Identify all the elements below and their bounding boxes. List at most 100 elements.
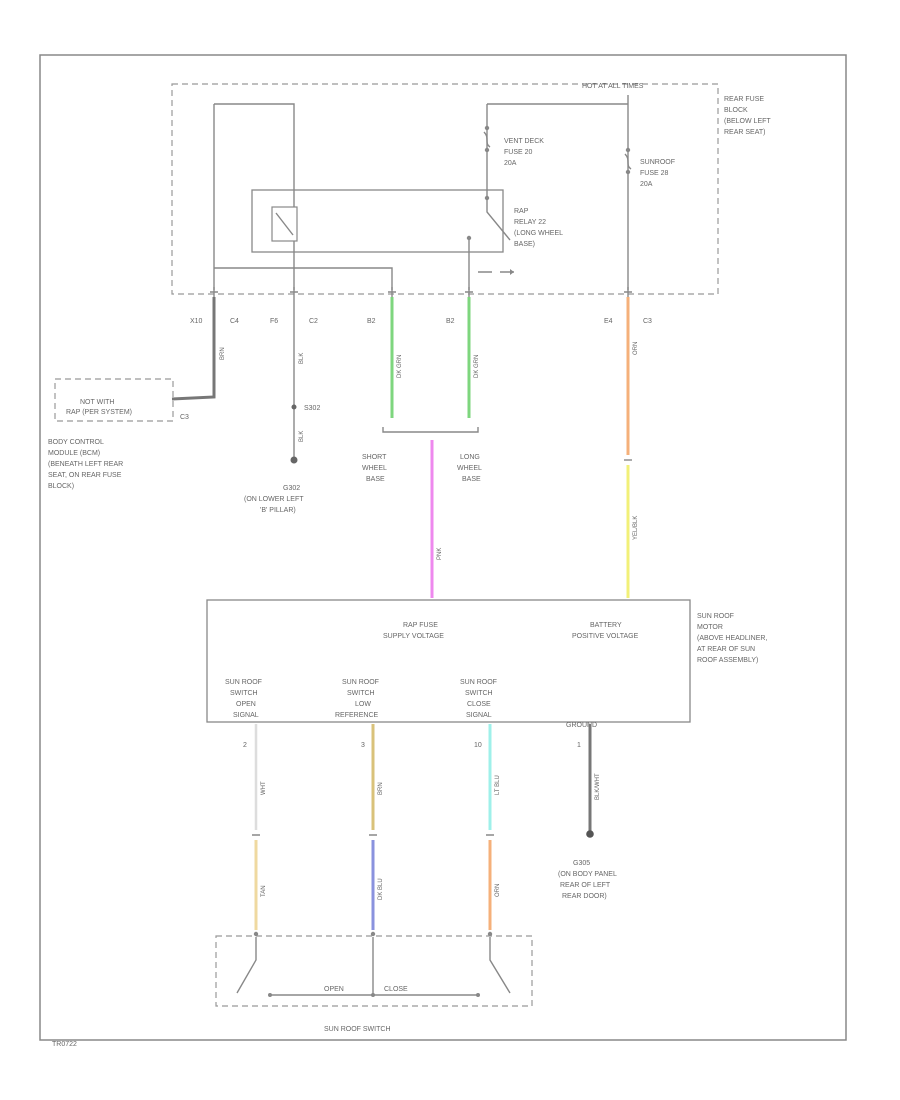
svg-text:BODY CONTROL: BODY CONTROL bbox=[48, 439, 104, 446]
pin-low-label: SUN ROOF SWITCH LOW REFERENCE bbox=[335, 679, 379, 719]
battery-positive-label: BATTERY POSITIVE VOLTAGE bbox=[572, 622, 639, 640]
sunroof-motor-box bbox=[206, 599, 691, 723]
pin-open-number: 2 bbox=[243, 742, 247, 749]
svg-text:(BENEATH LEFT REAR: (BENEATH LEFT REAR bbox=[48, 461, 123, 468]
rear-fuse-block-label: REAR FUSE BLOCK (BELOW LEFT REAR SEAT) bbox=[724, 96, 771, 136]
svg-text:FUSE 28: FUSE 28 bbox=[640, 170, 669, 177]
pin-ground-number: 1 bbox=[577, 742, 581, 749]
relay-coil bbox=[271, 206, 298, 242]
long-base-pin-label: B2 bbox=[446, 318, 455, 325]
svg-text:(BELOW LEFT: (BELOW LEFT bbox=[724, 118, 771, 125]
footer-code: TR0722 bbox=[52, 1041, 77, 1048]
motor-ground-wire-color: BLK/WHT bbox=[595, 773, 601, 800]
close-upper-wire-color: LT BLU bbox=[495, 775, 501, 795]
bcm-pin-label: X10 bbox=[190, 318, 203, 325]
short-base-pin-label: B2 bbox=[367, 318, 376, 325]
battery-conn-label: C3 bbox=[643, 318, 652, 325]
svg-text:REAR SEAT): REAR SEAT) bbox=[724, 129, 766, 136]
switch-open-arm bbox=[236, 937, 257, 994]
svg-text:SHORT: SHORT bbox=[362, 454, 387, 461]
svg-text:OPEN: OPEN bbox=[236, 701, 256, 708]
svg-text:BLOCK: BLOCK bbox=[724, 107, 748, 114]
svg-text:BASE: BASE bbox=[462, 476, 481, 483]
ground-conn-label: C2 bbox=[309, 318, 318, 325]
svg-text:LONG: LONG bbox=[460, 454, 480, 461]
ground-pin-label: F6 bbox=[270, 318, 278, 325]
pin-low-number: 3 bbox=[361, 742, 365, 749]
svg-text:NOT WITH: NOT WITH bbox=[80, 399, 114, 406]
sunroof-fuse-label: SUNROOF FUSE 28 20A bbox=[640, 159, 675, 188]
svg-text:SIGNAL: SIGNAL bbox=[233, 712, 259, 719]
relay-arrow-head bbox=[510, 269, 514, 275]
svg-text:REAR FUSE: REAR FUSE bbox=[724, 96, 764, 103]
battery-upper-wire-color: ORN bbox=[633, 342, 639, 355]
svg-text:CLOSE: CLOSE bbox=[467, 701, 491, 708]
svg-text:VENT DECK: VENT DECK bbox=[504, 138, 544, 145]
ground-g302-label: G302 (ON LOWER LEFT 'B' PILLAR) bbox=[244, 485, 304, 514]
ground-wire-color: BLK bbox=[299, 353, 305, 364]
svg-text:AT REAR OF SUN: AT REAR OF SUN bbox=[697, 646, 755, 653]
svg-text:POSITIVE VOLTAGE: POSITIVE VOLTAGE bbox=[572, 633, 639, 640]
bcm-c3-label: C3 bbox=[180, 414, 189, 421]
svg-text:(ON BODY PANEL: (ON BODY PANEL bbox=[558, 871, 617, 878]
pin-close-label: SUN ROOF SWITCH CLOSE SIGNAL bbox=[460, 679, 497, 719]
svg-text:20A: 20A bbox=[640, 181, 653, 188]
svg-text:G305: G305 bbox=[573, 860, 590, 867]
svg-text:SWITCH: SWITCH bbox=[230, 690, 258, 697]
pin-close-number: 10 bbox=[474, 742, 482, 749]
svg-text:SUPPLY VOLTAGE: SUPPLY VOLTAGE bbox=[383, 633, 444, 640]
base-bracket bbox=[382, 427, 479, 433]
switch-contacts bbox=[268, 993, 480, 997]
switch-terminals bbox=[253, 931, 493, 937]
hot-at-all-times-label: HOT AT ALL TIMES bbox=[582, 83, 644, 90]
ground-g305-icon bbox=[586, 830, 594, 838]
svg-text:SUN ROOF: SUN ROOF bbox=[697, 613, 734, 620]
svg-text:SUN ROOF: SUN ROOF bbox=[225, 679, 262, 686]
low-upper-wire-color: BRN bbox=[378, 782, 384, 795]
relay-switch-arm bbox=[486, 200, 511, 241]
ground-g302-icon bbox=[290, 456, 298, 464]
short-base-internal-wire bbox=[214, 267, 393, 290]
svg-text:RAP FUSE: RAP FUSE bbox=[403, 622, 438, 629]
open-upper-wire-color: WHT bbox=[261, 781, 267, 795]
svg-text:BLOCK): BLOCK) bbox=[48, 483, 74, 490]
svg-text:MOTOR: MOTOR bbox=[697, 624, 723, 631]
rap-wire-color: PNK bbox=[437, 548, 443, 560]
svg-text:(ON LOWER LEFT: (ON LOWER LEFT bbox=[244, 496, 304, 503]
svg-text:SUN ROOF: SUN ROOF bbox=[460, 679, 497, 686]
pin-open-label: SUN ROOF SWITCH OPEN SIGNAL bbox=[225, 679, 262, 719]
svg-text:LOW: LOW bbox=[355, 701, 371, 708]
sunroof-motor-label: SUN ROOF MOTOR (ABOVE HEADLINER, AT REAR… bbox=[697, 613, 767, 664]
bcm-wire bbox=[171, 297, 216, 401]
rap-supply-label: RAP FUSE SUPPLY VOLTAGE bbox=[383, 622, 444, 640]
svg-text:RELAY 22: RELAY 22 bbox=[514, 219, 546, 226]
svg-text:SEAT, ON REAR FUSE: SEAT, ON REAR FUSE bbox=[48, 472, 122, 479]
svg-text:'B' PILLAR): 'B' PILLAR) bbox=[260, 507, 296, 514]
switch-close-arm bbox=[489, 937, 511, 994]
svg-text:20A: 20A bbox=[504, 160, 517, 167]
open-lower-wire-color: TAN bbox=[261, 885, 267, 897]
vent-deck-fuse-label: VENT DECK FUSE 20 20A bbox=[504, 138, 544, 167]
rap-relay-box bbox=[251, 189, 504, 253]
battery-lower-wire-color: YEL/BLK bbox=[633, 516, 639, 540]
sunroof-switch-label: SUN ROOF SWITCH bbox=[324, 1026, 391, 1033]
relay-switch-bottom-contact bbox=[466, 235, 472, 241]
bcm-conn-label: C4 bbox=[230, 318, 239, 325]
vent-deck-fuse-icon bbox=[483, 125, 491, 153]
svg-text:SIGNAL: SIGNAL bbox=[466, 712, 492, 719]
sunroof-fuse-icon bbox=[624, 147, 632, 175]
svg-text:WHEEL: WHEEL bbox=[457, 465, 482, 472]
svg-text:MODULE (BCM): MODULE (BCM) bbox=[48, 450, 100, 457]
long-base-label: LONG WHEEL BASE bbox=[457, 454, 482, 483]
coil-feed-wire bbox=[214, 103, 295, 207]
ground-g305-label: G305 (ON BODY PANEL REAR OF LEFT REAR DO… bbox=[558, 860, 617, 900]
splice-s302 bbox=[291, 404, 297, 410]
rear-fuse-block-box bbox=[171, 83, 719, 295]
pin-ground-label: GROUND bbox=[566, 722, 597, 729]
battery-pin-label: E4 bbox=[604, 318, 613, 325]
svg-text:REFERENCE: REFERENCE bbox=[335, 712, 379, 719]
short-base-wire-color: DK GRN bbox=[397, 355, 403, 378]
svg-text:WHEEL: WHEEL bbox=[362, 465, 387, 472]
svg-text:REAR DOOR): REAR DOOR) bbox=[562, 893, 607, 900]
svg-text:BASE: BASE bbox=[366, 476, 385, 483]
